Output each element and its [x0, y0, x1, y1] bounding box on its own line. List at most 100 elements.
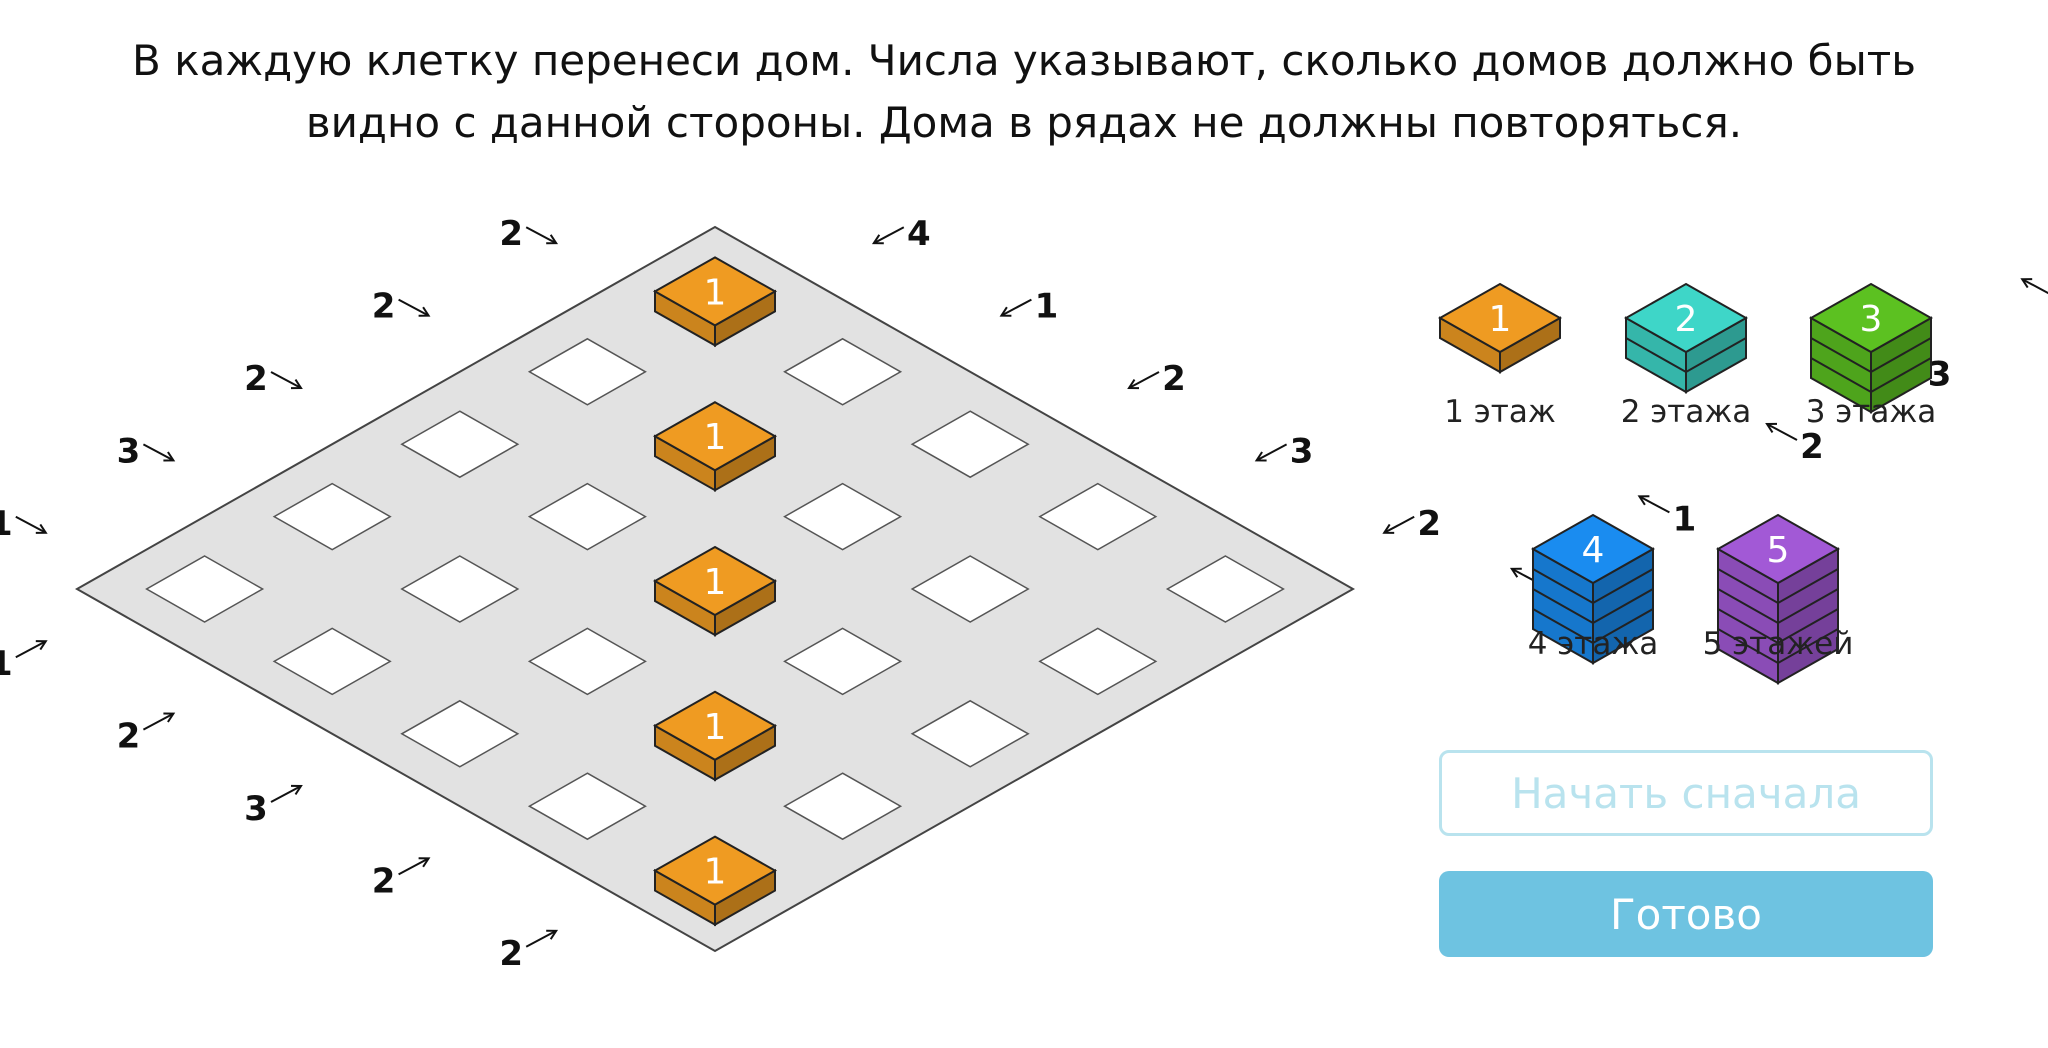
house-number: 2	[1675, 299, 1698, 340]
instructions-text: В каждую клетку перенеси дом. Числа указ…	[132, 36, 1916, 147]
clue-arrow	[270, 371, 303, 390]
house-palette: 1 2 3 4 5	[1437, 282, 1934, 685]
clue-arrow	[2020, 278, 2048, 295]
clue-arrow	[1765, 422, 1798, 441]
house-top-face	[652, 690, 778, 761]
clue-arrow	[871, 226, 905, 245]
floor-line	[1810, 337, 1932, 374]
house-top-face	[652, 401, 778, 472]
palette-house-3[interactable]: 3	[1808, 282, 1934, 414]
house-top-face	[1437, 282, 1563, 354]
clue-arrow	[999, 298, 1032, 317]
palette-label: 2 этажа	[1620, 394, 1752, 430]
clue-arrow	[525, 929, 559, 948]
floor-line	[1717, 608, 1839, 645]
floor-line	[1532, 588, 1654, 625]
empty-cell[interactable]	[527, 772, 647, 841]
house-number: 1	[704, 707, 727, 748]
empty-cell[interactable]	[1165, 555, 1285, 623]
empty-cell[interactable]	[527, 337, 647, 406]
empty-cell[interactable]	[910, 410, 1030, 479]
clue-number: 2	[1417, 504, 1441, 544]
floor-line	[1717, 628, 1839, 665]
empty-cell[interactable]	[1038, 627, 1158, 696]
clue-arrow	[1127, 371, 1160, 390]
clue-arrow	[398, 857, 431, 876]
palette-house-4[interactable]: 4	[1530, 513, 1656, 665]
clue-arrow	[1637, 495, 1670, 514]
empty-cell[interactable]	[783, 772, 903, 841]
palette-label: 4 этажа	[1527, 626, 1659, 662]
floor-line	[1717, 568, 1839, 605]
palette-house-1[interactable]: 1	[1437, 282, 1563, 374]
clue-number: 2	[372, 861, 396, 901]
house-top-face	[1530, 513, 1656, 585]
clue-number: 3	[1290, 431, 1314, 471]
placed-house[interactable]: 1	[652, 690, 778, 782]
placed-house[interactable]: 1	[652, 835, 778, 927]
restart-button[interactable]: Начать сначала	[1439, 750, 1933, 836]
empty-cell[interactable]	[527, 482, 647, 551]
palette-label: 3 этажа	[1805, 394, 1937, 430]
clue-arrow	[1254, 443, 1288, 462]
clue-number: 2	[372, 287, 396, 327]
clue-arrow	[15, 515, 48, 534]
empty-cell[interactable]	[910, 555, 1030, 623]
empty-cell[interactable]	[783, 337, 903, 406]
clue-arrow	[1382, 515, 1415, 534]
empty-cell[interactable]	[400, 555, 520, 623]
placed-house[interactable]: 1	[652, 256, 778, 348]
empty-cell[interactable]	[783, 482, 903, 551]
placed-house[interactable]: 1	[652, 401, 778, 492]
palette-house-2[interactable]: 2	[1623, 282, 1749, 394]
clue-layer: 24122123223233211225	[0, 214, 2048, 974]
clue-number: 2	[499, 934, 523, 974]
empty-cell[interactable]	[272, 627, 392, 696]
empty-cell[interactable]	[400, 699, 520, 768]
house-number: 1	[704, 852, 727, 893]
clue-number: 2	[1162, 359, 1186, 399]
clue-number: 2	[1800, 427, 1824, 467]
clue-number: 1	[0, 644, 13, 684]
clue-number: 3	[117, 431, 141, 471]
clue-number: 2	[244, 359, 268, 399]
house-top-face	[652, 256, 778, 327]
house-number: 4	[1582, 530, 1605, 571]
house-top-face	[1715, 513, 1841, 585]
house-number: 1	[1489, 299, 1512, 340]
isometric-board: 1 1 1 1 1	[74, 225, 1356, 953]
house-top-face	[652, 545, 778, 617]
palette-label: 5 этажей	[1702, 626, 1854, 662]
house-number: 3	[1860, 299, 1883, 340]
palette-label: 1 этаж	[1444, 394, 1556, 430]
clue-number: 1	[1673, 499, 1697, 539]
clue-number: 1	[1035, 287, 1059, 327]
empty-cell[interactable]	[527, 627, 647, 696]
empty-cell[interactable]	[272, 482, 392, 551]
empty-cell[interactable]	[400, 410, 520, 479]
clue-number: 2	[499, 214, 523, 254]
clue-arrow	[142, 712, 176, 731]
clue-arrow	[15, 640, 48, 659]
house-top-face	[652, 835, 778, 906]
clue-arrow	[525, 226, 559, 245]
house-number: 5	[1767, 530, 1790, 571]
empty-cell[interactable]	[783, 627, 903, 696]
empty-cell[interactable]	[1038, 482, 1158, 551]
floor-line	[1810, 357, 1932, 394]
floor-line	[1717, 588, 1839, 625]
empty-cell[interactable]	[910, 699, 1030, 768]
placed-house[interactable]: 1	[652, 545, 778, 637]
clue-arrow	[270, 784, 303, 803]
floor-line	[1532, 608, 1654, 645]
done-button[interactable]: Готово	[1439, 871, 1933, 957]
floor-line	[1625, 337, 1747, 374]
house-top-face	[1808, 282, 1934, 354]
clue-number: 3	[244, 789, 268, 829]
clue-arrow	[398, 298, 431, 317]
clue-number: 3	[1928, 355, 1952, 395]
palette-house-5[interactable]: 5	[1715, 513, 1841, 685]
house-number: 1	[704, 417, 727, 458]
empty-cell[interactable]	[145, 555, 265, 623]
